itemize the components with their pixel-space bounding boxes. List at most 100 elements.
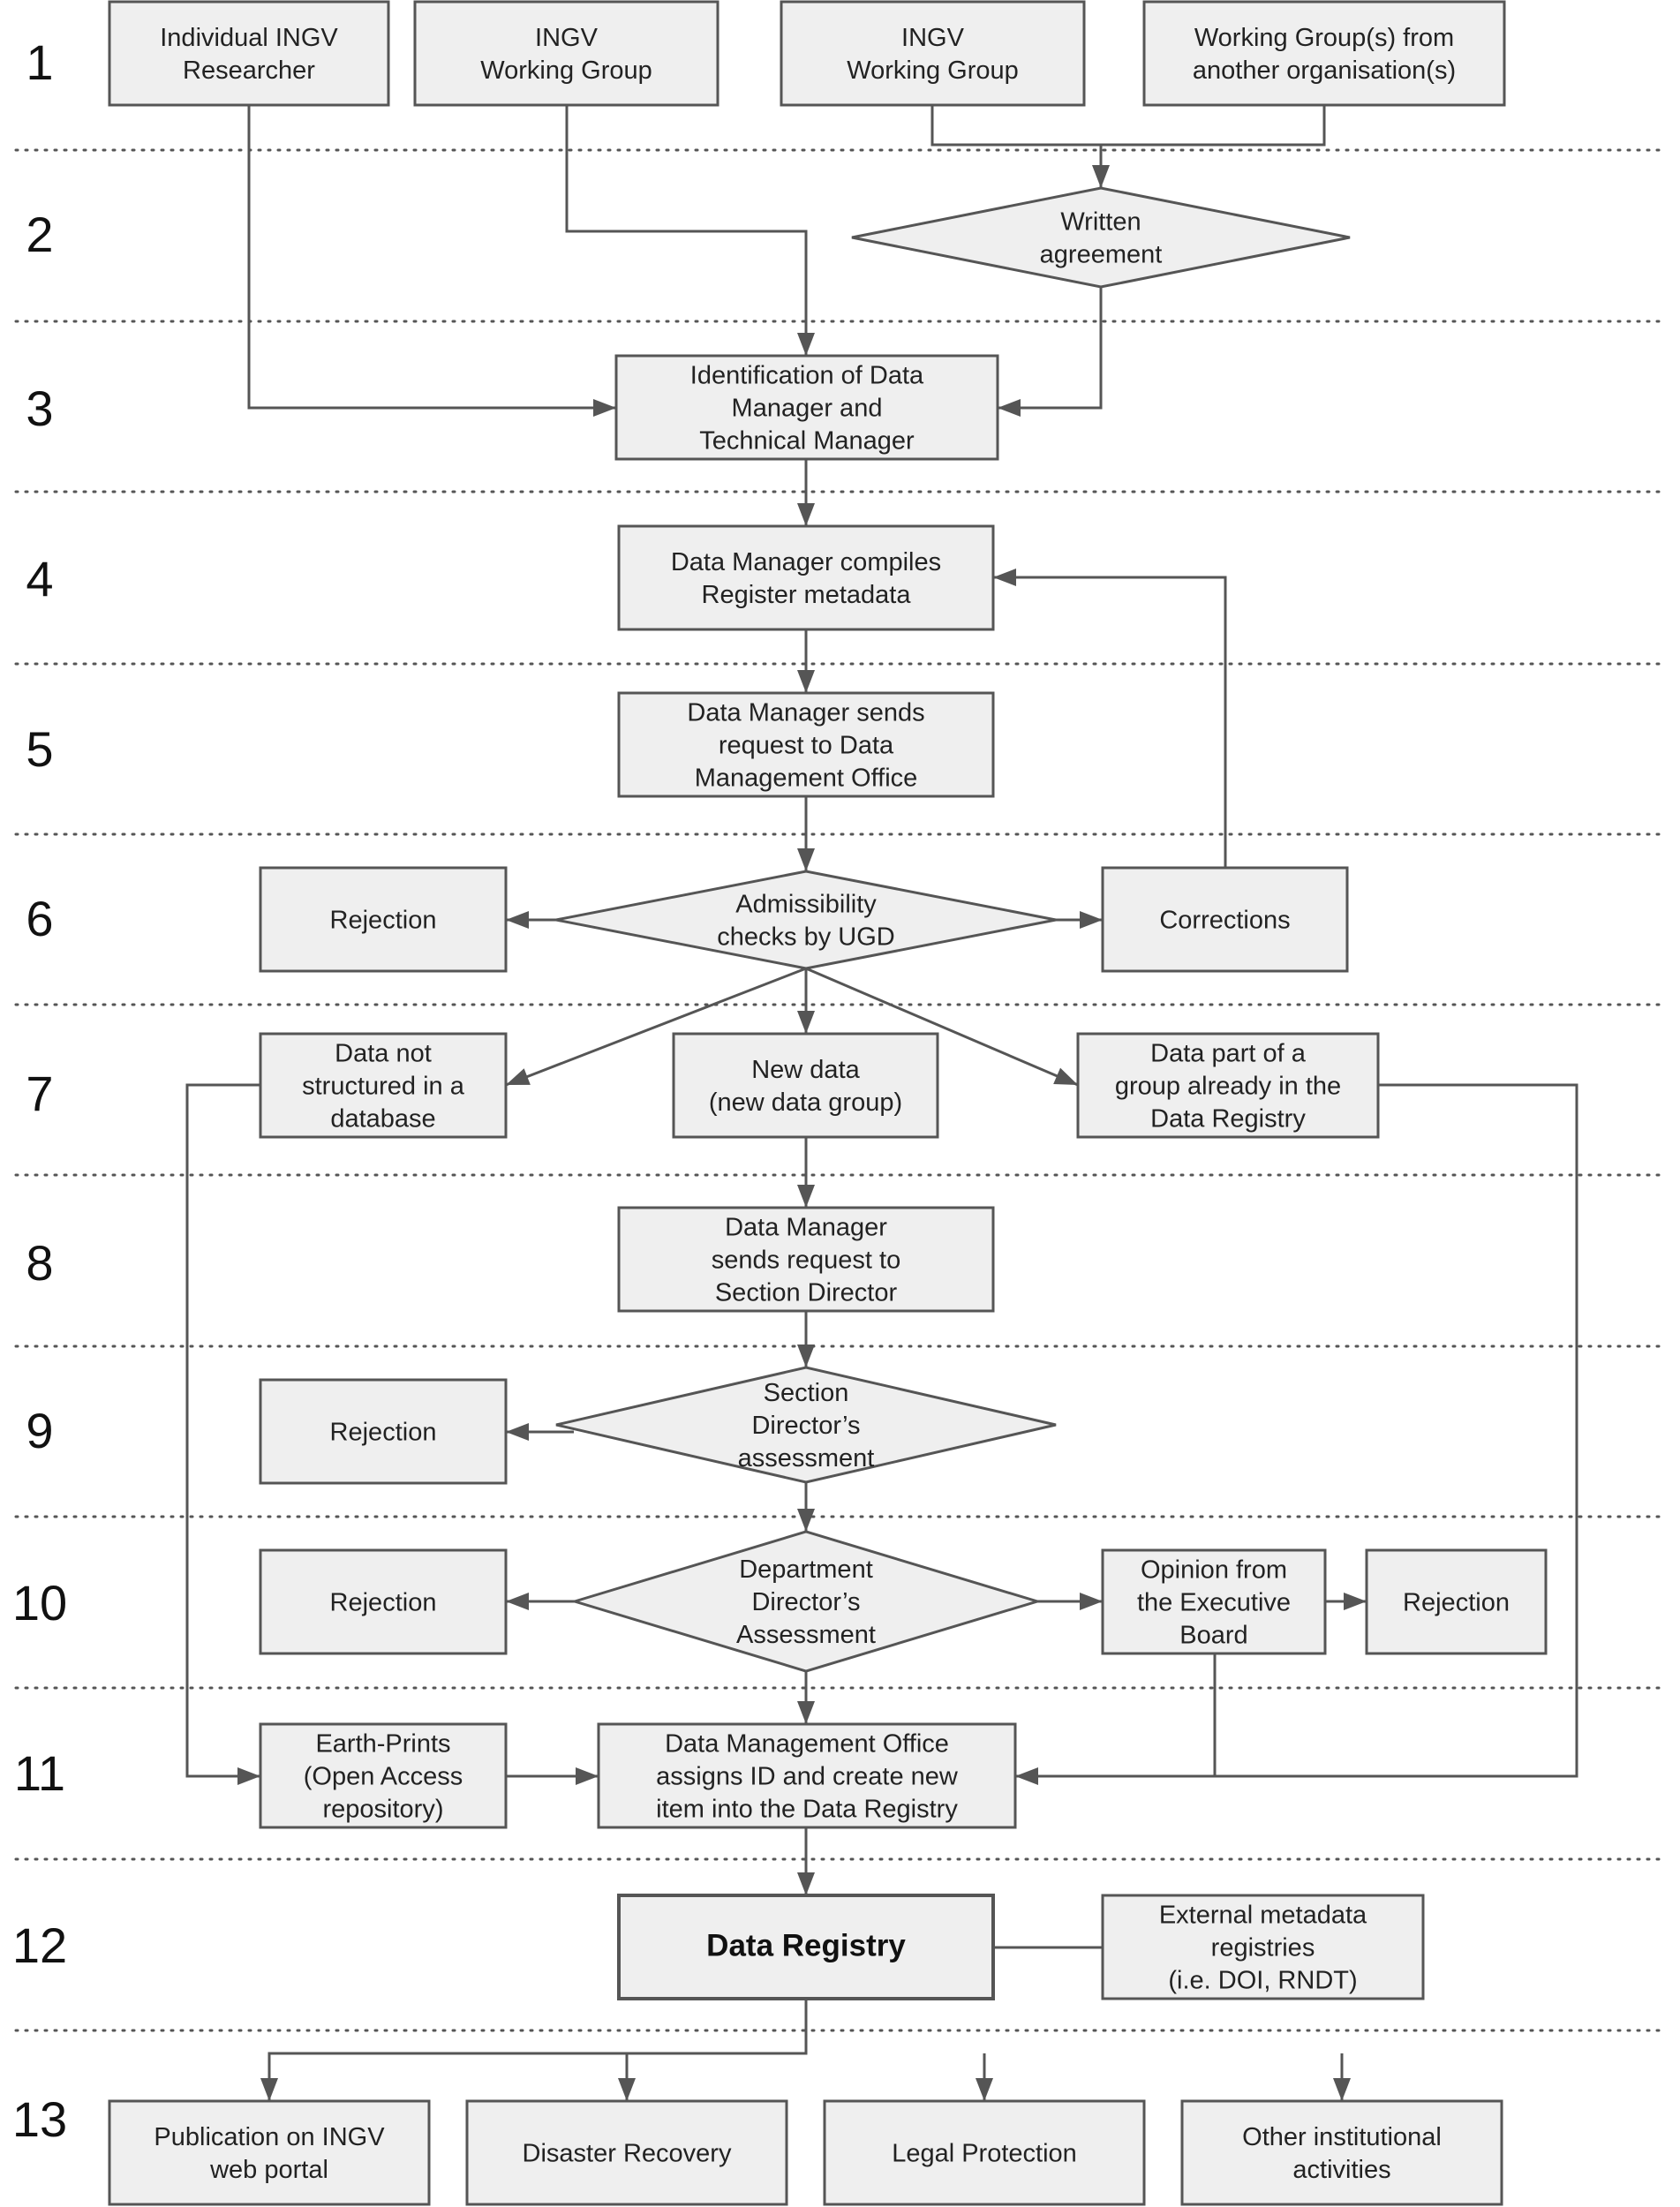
arrowhead [797, 1185, 815, 1208]
arrowhead [1053, 1067, 1078, 1085]
node-other-institutional-activities: Other institutional activities [1180, 2099, 1503, 2206]
arrowhead [1015, 1767, 1038, 1785]
node-label: structured in a [302, 1073, 465, 1101]
connector [805, 967, 1079, 1087]
connector [247, 105, 616, 410]
node-dmo-assigns-id: Data Management Office assigns ID and cre… [597, 1722, 1017, 1829]
arrowhead [1333, 2078, 1351, 2101]
node-shape [413, 0, 719, 107]
row-number: 3 [26, 380, 53, 436]
node-label: Director’s [751, 1412, 860, 1440]
node-shape [617, 524, 995, 631]
node-label: web portal [209, 2156, 328, 2184]
node-label: Technical Manager [699, 427, 915, 456]
node-label: Corrections [1159, 907, 1290, 935]
node-label: assessment [738, 1444, 875, 1473]
connector [993, 576, 1227, 868]
row-number: 13 [12, 2091, 67, 2147]
row-separators [14, 148, 1666, 2032]
node-label: Other institutional [1242, 2123, 1442, 2151]
node-label: Register metadata [702, 581, 912, 609]
node-rejection-10: Rejection [259, 1548, 508, 1655]
node-label: Admissibility [735, 891, 877, 919]
node-shape [259, 1032, 508, 1139]
connector [1015, 1083, 1578, 1778]
node-data-registry: Data Registry [617, 1894, 995, 2000]
node-label: activities [1292, 2156, 1390, 2184]
node-rejection-9: Rejection [259, 1378, 508, 1485]
arrowhead [576, 1767, 599, 1785]
arrowhead [1092, 165, 1110, 188]
row-number: 11 [14, 1745, 65, 1801]
connectors [185, 105, 1578, 2101]
row-number: 8 [26, 1235, 53, 1291]
node-label: agreement [1040, 241, 1163, 269]
node-shape [259, 866, 508, 973]
row-number: 5 [26, 721, 53, 777]
node-label: Data Manager compiles [671, 548, 941, 576]
arrowhead [506, 911, 529, 929]
node-label: Disaster Recovery [523, 2140, 732, 2168]
node-written-agreement: Written agreement [851, 186, 1351, 289]
node-label: request to Data [719, 732, 894, 760]
arrowhead [593, 399, 616, 417]
arrowhead [260, 2078, 278, 2101]
decision-shape [851, 186, 1351, 289]
node-shape [617, 691, 995, 798]
arrowhead [993, 569, 1016, 586]
node-shape [617, 1206, 995, 1313]
node-label: the Executive [1137, 1589, 1291, 1617]
node-shape [672, 1032, 939, 1139]
row-number: 10 [12, 1575, 67, 1631]
node-rejection-10b: Rejection [1365, 1548, 1548, 1655]
node-shape [1101, 1894, 1425, 2000]
row-number: 4 [26, 551, 53, 606]
node-label: Working Group(s) from [1194, 24, 1454, 52]
node-label: Data Manager [725, 1214, 887, 1242]
arrowhead [797, 1509, 815, 1532]
node-label: Manager and [732, 395, 883, 423]
node-label: Data Management Office [665, 1730, 949, 1759]
row-number: 6 [26, 891, 53, 946]
node-label: Researcher [183, 56, 315, 85]
node-disaster-recovery: Disaster Recovery [465, 2099, 788, 2206]
arrowhead [998, 399, 1021, 417]
node-label: Rejection [1403, 1589, 1510, 1617]
arrowhead [797, 670, 815, 693]
node-label: sends request to [712, 1247, 900, 1275]
node-shape [1076, 1032, 1380, 1139]
node-shape [108, 2099, 431, 2206]
node-label: External metadata [1159, 1902, 1367, 1930]
node-label: item into the Data Registry [656, 1796, 958, 1824]
node-label: Section Director [715, 1279, 898, 1307]
node-shape [1142, 0, 1506, 107]
node-label: Board [1179, 1622, 1247, 1650]
node-label: Working Group [847, 56, 1019, 85]
node-label: Data Registry [706, 1929, 906, 1963]
node-label: Written [1060, 208, 1141, 237]
arrowhead [237, 1767, 260, 1785]
node-label: Earth-Prints [315, 1730, 450, 1759]
node-label: assigns ID and create new [656, 1763, 959, 1791]
node-shape [259, 1378, 508, 1485]
arrowhead [506, 1068, 531, 1085]
node-shape [823, 2099, 1146, 2206]
node-label: Data Registry [1150, 1105, 1306, 1134]
node-shape [597, 1722, 1017, 1829]
node-label: Opinion from [1141, 1556, 1287, 1585]
connector [185, 1083, 260, 1778]
node-label: (new data group) [709, 1088, 902, 1117]
arrowhead [797, 1011, 815, 1034]
row-number: 12 [12, 1917, 67, 1973]
row-number: 9 [26, 1403, 53, 1458]
arrowhead [506, 1593, 529, 1610]
node-legal-protection: Legal Protection [823, 2099, 1146, 2206]
